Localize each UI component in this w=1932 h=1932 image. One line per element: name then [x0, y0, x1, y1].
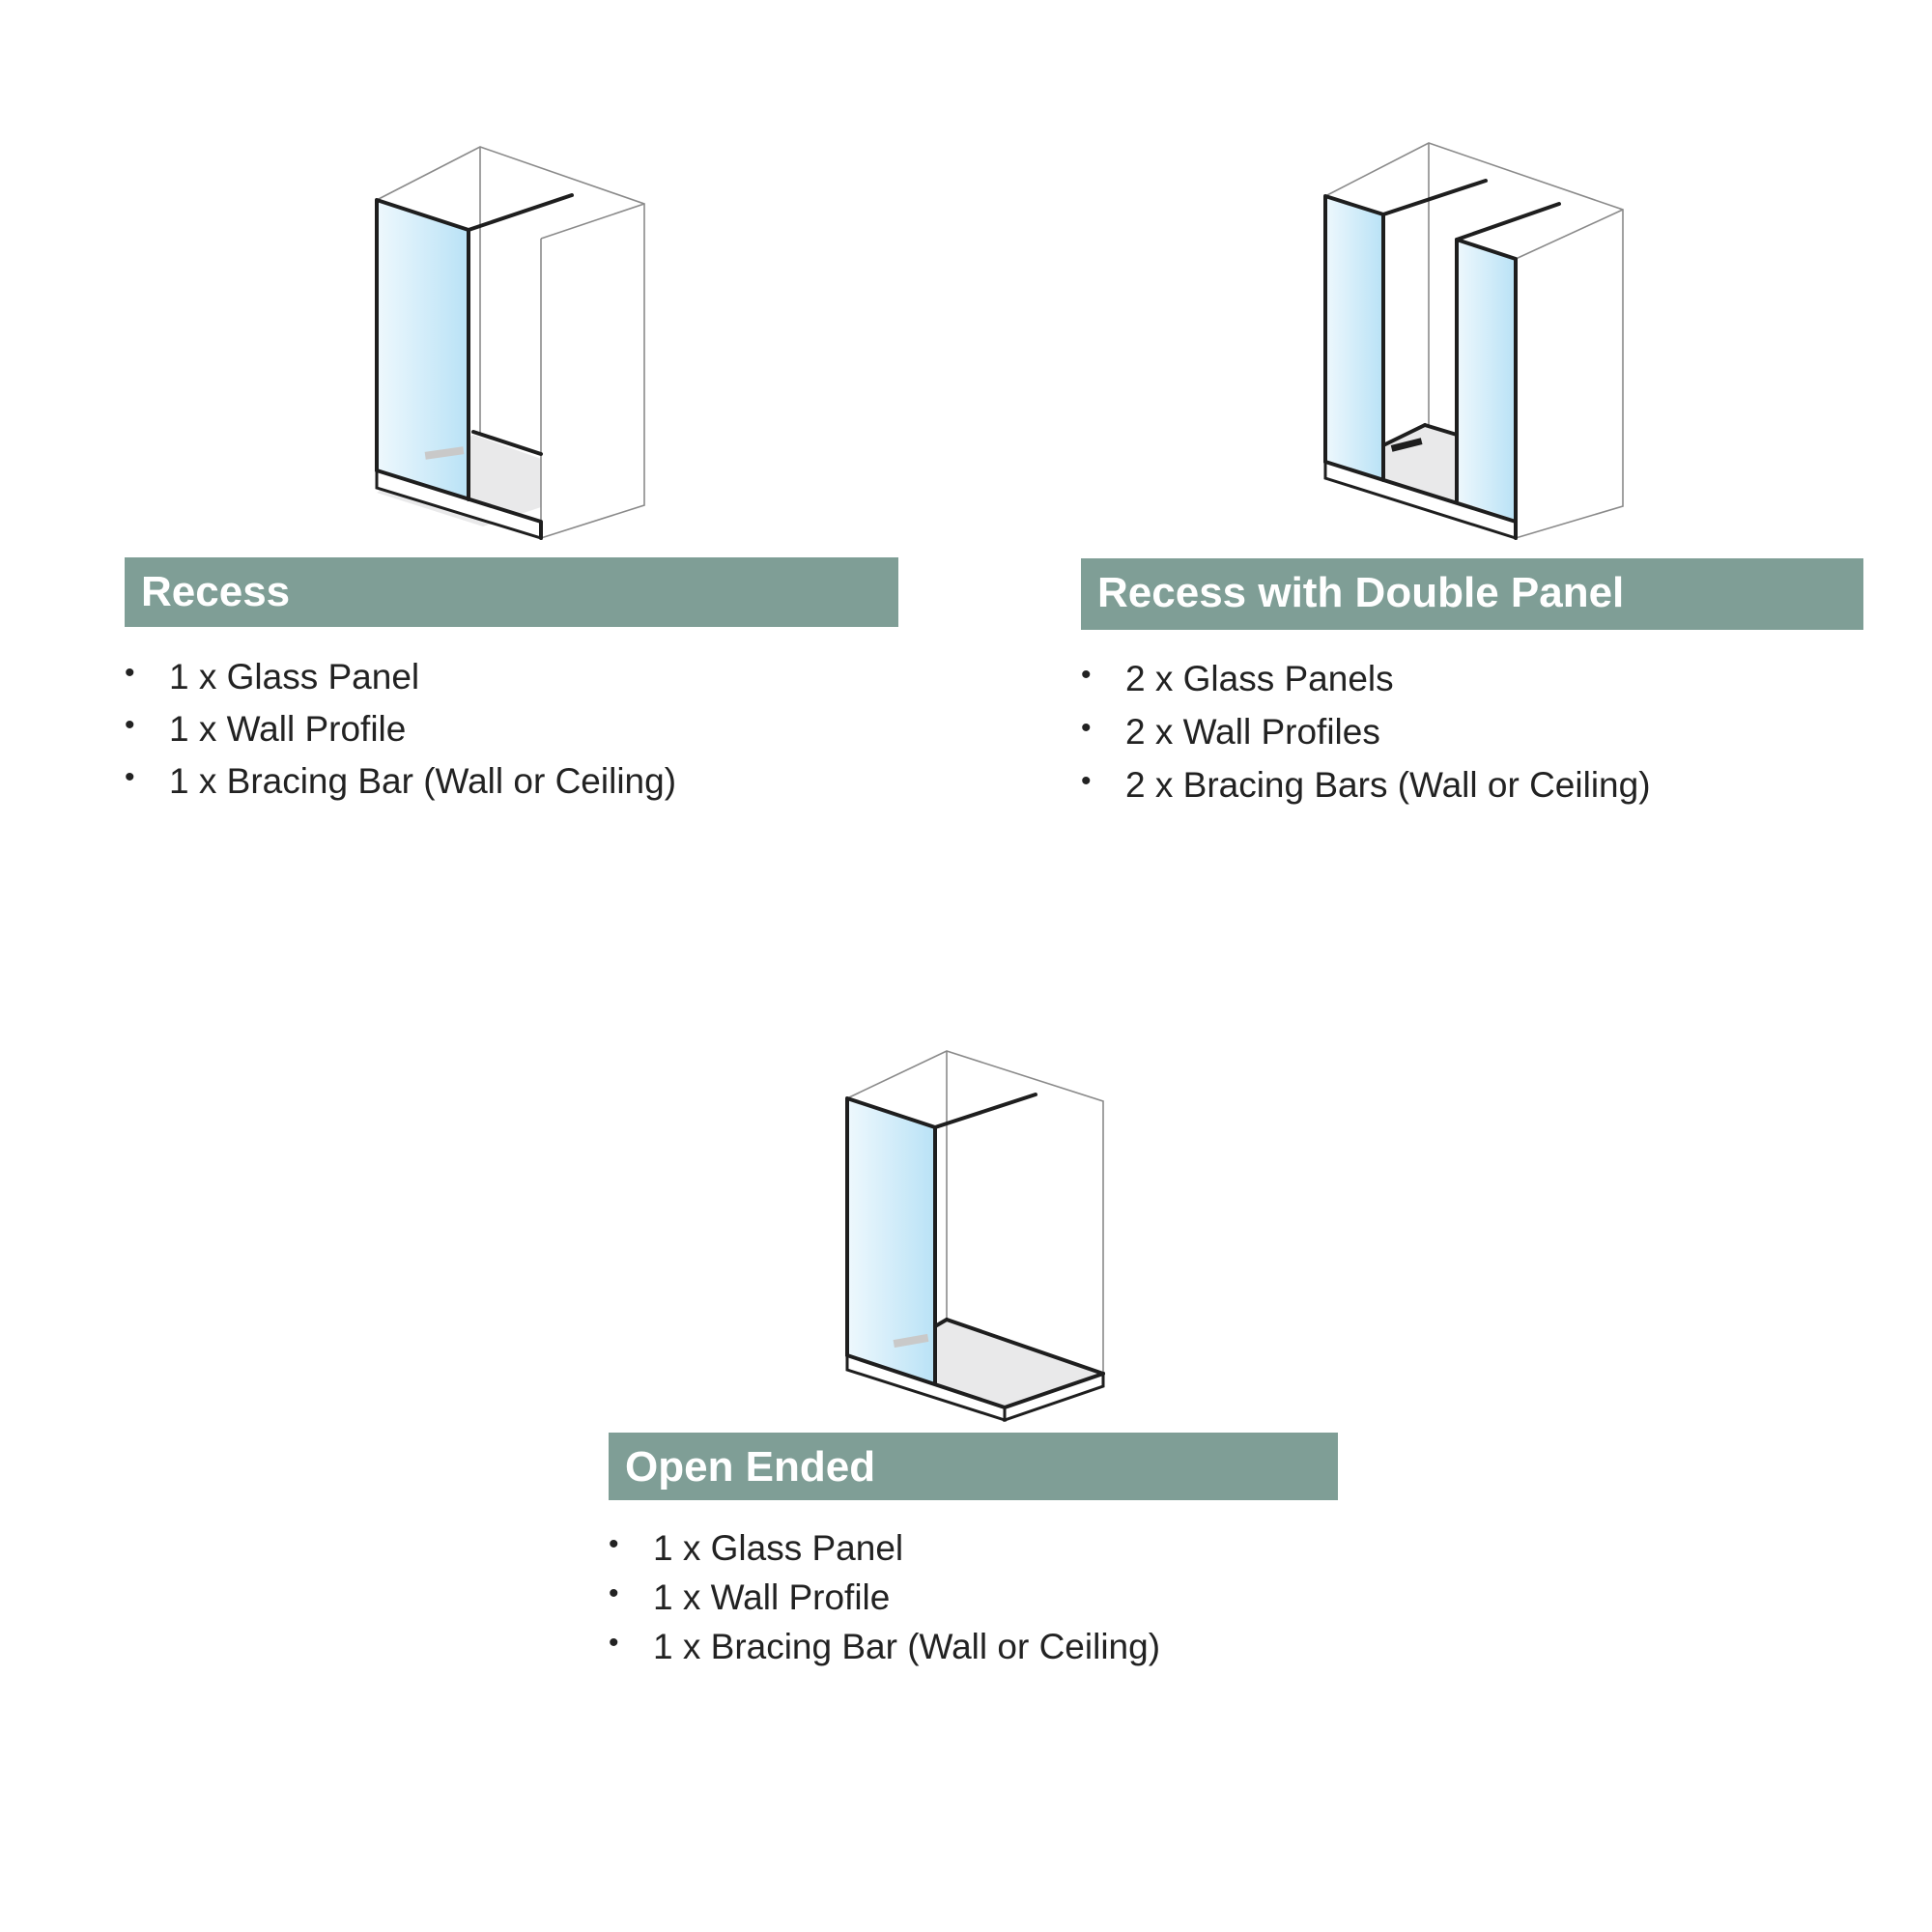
- recess-bracing-bar: [467, 193, 574, 232]
- recess-diagram: [375, 146, 645, 541]
- recess-glass-panel: [377, 200, 469, 499]
- recess-double-diagram: [1323, 142, 1624, 541]
- recess-double-glass-left: [1325, 196, 1383, 480]
- list-item: •2 x Glass Panels: [1081, 659, 1394, 698]
- open-ended-diagram: [845, 1050, 1105, 1423]
- list-item: •1 x Glass Panel: [609, 1528, 904, 1568]
- open-ended-item-list: •1 x Glass Panel •1 x Wall Profile •1 x …: [609, 1528, 1160, 1676]
- recess-drain: [424, 446, 465, 460]
- recess-double-drain: [1390, 438, 1423, 452]
- open-ended-title: Open Ended: [609, 1433, 1338, 1500]
- recess-double-bracing-bar-right: [1455, 202, 1561, 242]
- open-ended-bracing-bar: [933, 1093, 1037, 1129]
- config-open-ended: Open Ended •1 x Glass Panel •1 x Wall Pr…: [0, 869, 1932, 1739]
- config-recess-double: Recess with Double Panel •2 x Glass Pane…: [0, 0, 1932, 869]
- recess-item-list: •1 x Glass Panel •1 x Wall Profile •1 x …: [125, 657, 676, 813]
- list-item: •1 x Wall Profile: [125, 709, 407, 749]
- open-ended-glass-panel: [847, 1098, 935, 1383]
- open-ended-drain: [893, 1333, 929, 1349]
- recess-double-item-list: •2 x Glass Panels •2 x Wall Profiles •2 …: [1081, 659, 1651, 818]
- list-item: •2 x Wall Profiles: [1081, 712, 1380, 752]
- config-recess: Recess •1 x Glass Panel •1 x Wall Profil…: [0, 0, 966, 869]
- list-item: •1 x Glass Panel: [125, 657, 420, 696]
- recess-title: Recess: [125, 557, 898, 627]
- recess-double-bracing-bar-left: [1381, 179, 1488, 216]
- recess-double-glass-right: [1457, 240, 1516, 520]
- list-item: •1 x Bracing Bar (Wall or Ceiling): [609, 1627, 1161, 1666]
- list-item: •1 x Wall Profile: [609, 1577, 891, 1617]
- list-item: •1 x Bracing Bar (Wall or Ceiling): [125, 761, 677, 801]
- list-item: •2 x Bracing Bars (Wall or Ceiling): [1081, 765, 1651, 805]
- recess-double-title: Recess with Double Panel: [1081, 558, 1863, 630]
